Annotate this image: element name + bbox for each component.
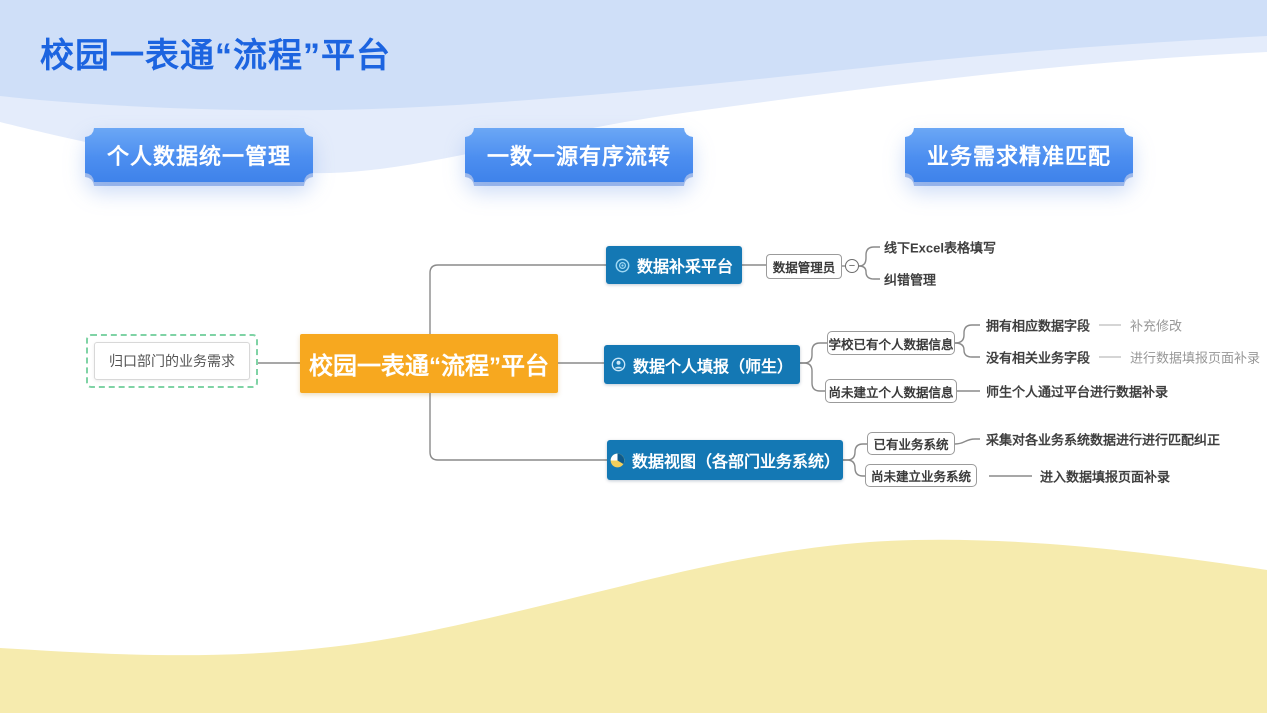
page-title: 校园一表通“流程”平台 xyxy=(40,37,391,75)
node-department-demand-label: 归口部门的业务需求 xyxy=(94,342,250,380)
node-no-business-system[interactable]: 尚未建立业务系统 xyxy=(865,464,977,487)
branch-label: 数据视图（各部门业务系统） xyxy=(631,454,840,471)
leaf-enter-fill-page[interactable]: 进入数据填报页面补录 xyxy=(1040,467,1170,486)
badge-personal-data: 个人数据统一管理 xyxy=(85,128,313,182)
node-personal-fill-in[interactable]: 数据个人填报（师生） xyxy=(604,345,800,384)
badge-label: 业务需求精准匹配 xyxy=(905,128,1133,182)
node-no-personal-data[interactable]: 尚未建立个人数据信息 xyxy=(825,379,957,403)
leaf-collect-match-correct[interactable]: 采集对各业务系统数据进行进行匹配纠正 xyxy=(986,430,1220,449)
leaf-note: 补充修改 xyxy=(1130,318,1183,334)
pie-icon xyxy=(610,453,625,468)
leaf-no-field[interactable]: 没有相关业务字段 进行数据填报页面补录 xyxy=(986,348,1260,367)
badge-label: 一数一源有序流转 xyxy=(465,128,693,182)
leaf-offline-excel[interactable]: 线下Excel表格填写 xyxy=(884,238,996,257)
leaf-label: 线下Excel表格填写 xyxy=(884,240,996,256)
node-school-has-data[interactable]: 学校已有个人数据信息 xyxy=(827,331,955,355)
leaf-label: 采集对各业务系统数据进行进行匹配纠正 xyxy=(986,432,1221,448)
leaf-label: 师生个人通过平台进行数据补录 xyxy=(986,384,1169,400)
node-root-platform[interactable]: 校园一表通“流程”平台 xyxy=(300,334,558,393)
collapse-toggle-button[interactable]: − xyxy=(845,259,859,273)
leaf-label: 纠错管理 xyxy=(884,272,937,288)
branch-label: 数据个人填报（师生） xyxy=(632,358,793,376)
leaf-label: 拥有相应数据字段 xyxy=(986,318,1091,334)
badge-one-source: 一数一源有序流转 xyxy=(465,128,693,182)
person-icon xyxy=(611,357,626,372)
node-data-recollect-platform[interactable]: 数据补采平台 xyxy=(606,246,742,284)
node-department-demand[interactable]: 归口部门的业务需求 xyxy=(86,334,258,388)
leaf-self-supplement[interactable]: 师生个人通过平台进行数据补录 xyxy=(986,382,1168,401)
badge-label: 个人数据统一管理 xyxy=(85,128,313,182)
node-has-business-system[interactable]: 已有业务系统 xyxy=(867,432,955,455)
leaf-error-correction[interactable]: 纠错管理 xyxy=(884,270,936,289)
leaf-label: 进入数据填报页面补录 xyxy=(1040,469,1171,485)
leaf-label: 没有相关业务字段 xyxy=(986,350,1091,366)
connector-dash xyxy=(1099,356,1122,358)
badge-business-match: 业务需求精准匹配 xyxy=(905,128,1133,182)
connector-dash xyxy=(1099,324,1122,326)
leaf-note: 进行数据填报页面补录 xyxy=(1130,350,1261,366)
node-data-manager[interactable]: 数据管理员 xyxy=(766,254,842,279)
node-data-view[interactable]: 数据视图（各部门业务系统） xyxy=(607,440,843,480)
disc-icon xyxy=(615,258,630,273)
branch-label: 数据补采平台 xyxy=(636,259,733,276)
leaf-has-field[interactable]: 拥有相应数据字段 补充修改 xyxy=(986,316,1182,335)
